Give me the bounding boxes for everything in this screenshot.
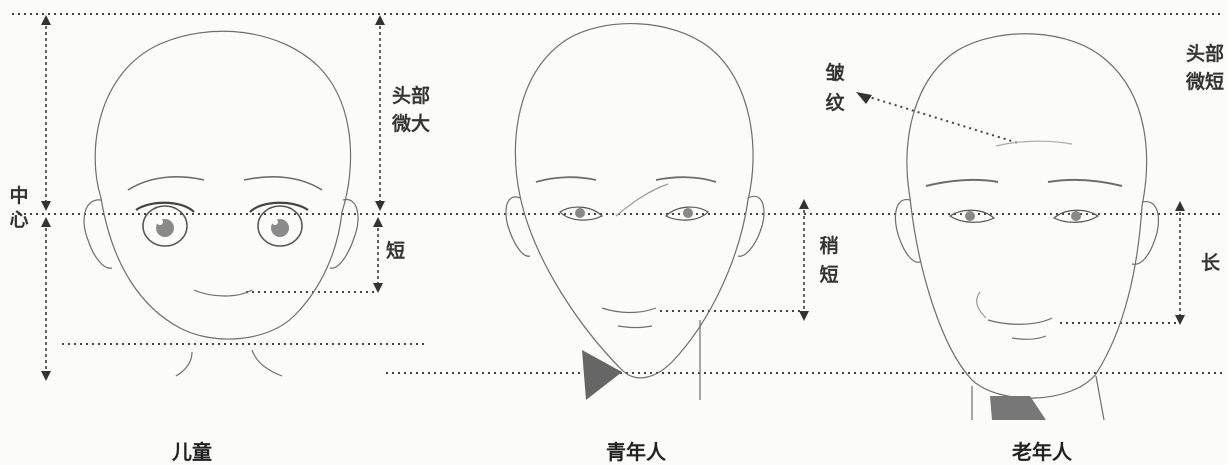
wrinkle-arrow-line <box>865 95 1019 144</box>
caption-elder: 老年人 <box>1012 440 1072 464</box>
label-child-head: 头部微大 <box>392 85 431 135</box>
caption-youth: 青年人 <box>606 440 666 464</box>
child-face-drawing <box>83 30 359 377</box>
label-child-short: 短 <box>386 240 406 262</box>
label-youth-shorter: 稍短 <box>819 235 839 286</box>
label-elder-head: 头部微短 <box>1186 43 1225 93</box>
label-wrinkle: 皱纹 <box>825 62 845 114</box>
label-center: 中心 <box>9 185 29 231</box>
elder-face-drawing <box>894 33 1160 421</box>
wrinkle-arrowhead-icon <box>856 92 872 104</box>
youth-face-drawing <box>505 22 765 400</box>
label-elder-long: 长 <box>1201 252 1221 274</box>
caption-child: 儿童 <box>172 440 212 464</box>
